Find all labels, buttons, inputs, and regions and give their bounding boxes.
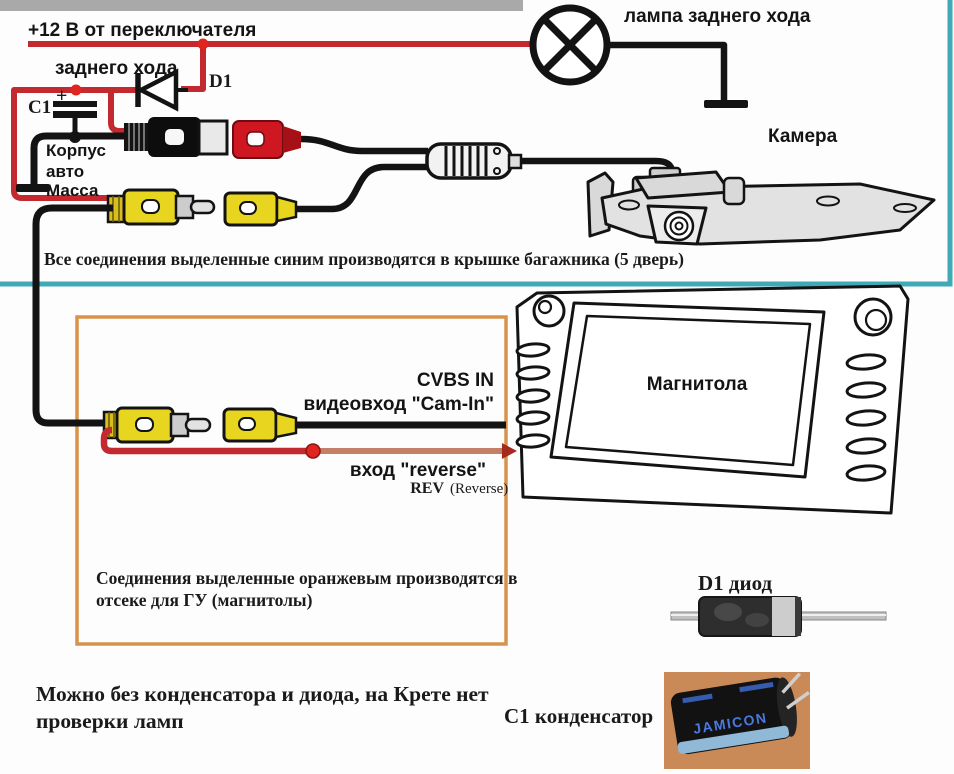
reverse-wire-red [100, 426, 312, 455]
camera-drawing [586, 166, 936, 246]
reverse-lamp-symbol [529, 4, 611, 86]
inline-cable-connector [425, 142, 523, 180]
cam-in-label: видеовход "Cam-In" [304, 394, 494, 415]
chassis-ground-wire [30, 132, 129, 184]
lamp-label: лампа заднего хода [624, 6, 811, 27]
camera-power-wire [11, 87, 136, 201]
ground-label-line1: Корпус [46, 141, 106, 160]
wire-junction-dot [70, 84, 82, 96]
capacitor-photo: JAMICON [664, 672, 810, 769]
video-extension-cable [32, 204, 114, 427]
power-jack-cable [300, 135, 428, 155]
lamp-ground-wire [606, 41, 728, 100]
video-rca-jack-yellow-trunk [223, 191, 298, 227]
cvbs-in-label: CVBS IN [417, 370, 494, 391]
video-rca-plug-yellow-hu [102, 406, 212, 444]
diode-caption: D1 диод [698, 571, 773, 595]
ground-label-line2: авто [46, 162, 84, 181]
power-plug-wire [108, 89, 130, 134]
bottom-note-line1: Можно без конденсатора и диода, на Крете… [36, 682, 489, 706]
reverse-in-label: вход "reverse" [350, 460, 486, 481]
rev-label-paren: (Reverse) [450, 481, 508, 497]
video-rca-plug-yellow-trunk [106, 188, 216, 226]
head-unit-label: Магнитола [647, 374, 748, 395]
ground-symbol [704, 100, 748, 108]
wire-junction-dot [197, 38, 209, 50]
capacitor-caption: C1 конденсатор [504, 704, 653, 728]
c1-ref-label: C1 [28, 97, 51, 118]
diode-symbol [135, 68, 188, 112]
ground-label-line3: Масса [46, 181, 99, 200]
d1-ref-label: D1 [209, 71, 232, 92]
trunk-section-box [0, 0, 953, 287]
camera-label: Камера [768, 126, 838, 147]
top-crop-artifact [0, 0, 523, 11]
power-rca-plug-black [124, 117, 229, 157]
capacitor-plus-sign: + [56, 85, 67, 107]
headunit-section-box [75, 315, 508, 646]
wire-junction-dot [305, 443, 321, 459]
diode-branch-wire [181, 44, 206, 92]
head-unit-drawing [515, 284, 910, 515]
video-jack-cable [296, 163, 428, 213]
chassis-ground-symbol [16, 184, 50, 192]
bottom-note-line2: проверки ламп [36, 709, 184, 733]
blue-note: Все соединения выделенные синим производ… [44, 249, 684, 269]
supply-label-line1: +12 В от переключателя [28, 20, 256, 41]
diode-photo [670, 596, 887, 637]
orange-note-line1: Соединения выделенные оранжевым производ… [96, 568, 517, 588]
supply-label-line2: заднего хода [55, 58, 178, 79]
orange-note-line2: отсеке для ГУ (магнитолы) [96, 590, 313, 610]
power-rca-jack-red [232, 120, 301, 159]
video-rca-jack-yellow-hu [222, 407, 298, 443]
rev-label: REV [410, 480, 444, 497]
reverse-wire-tip [502, 443, 517, 459]
